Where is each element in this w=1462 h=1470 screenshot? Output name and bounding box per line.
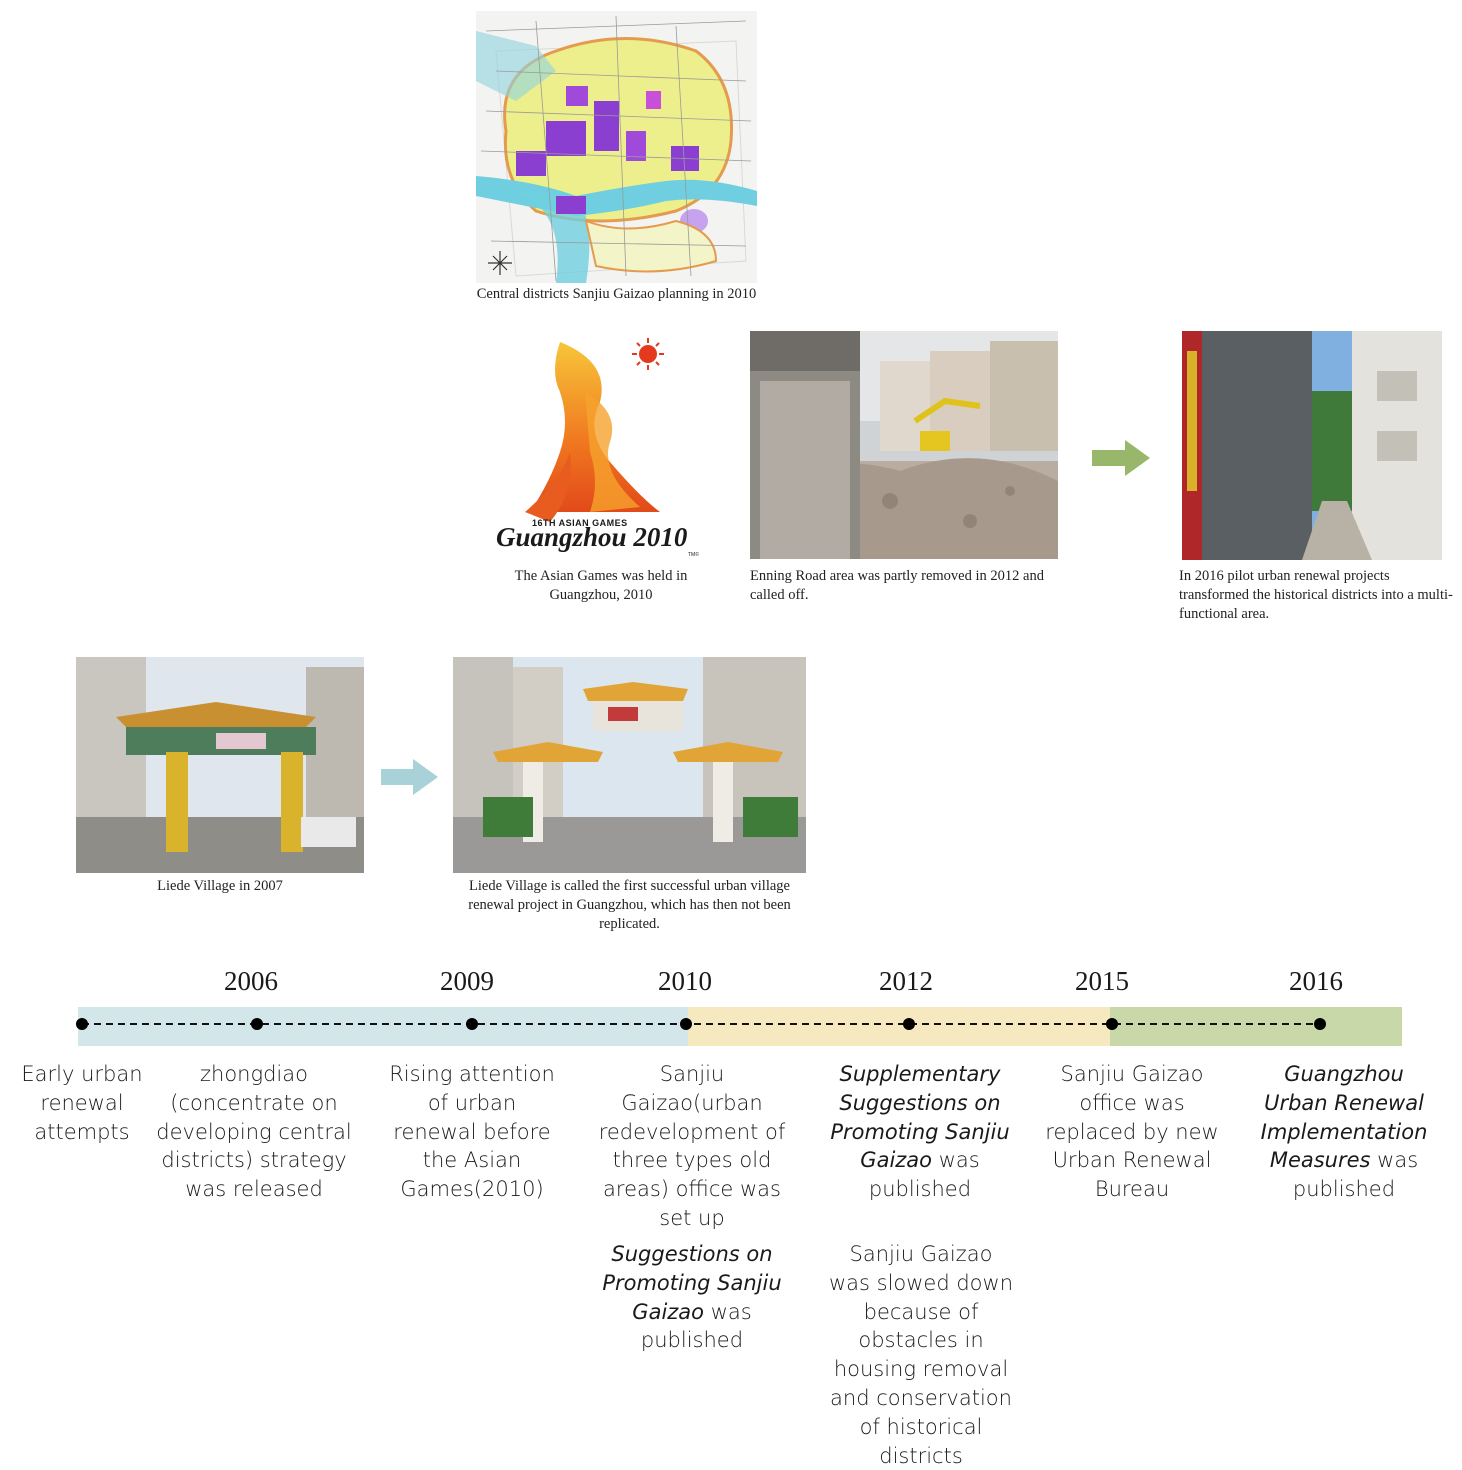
enning-caption: Enning Road area was partly removed in 2… [750, 568, 1044, 603]
timeline-dot [251, 1018, 263, 1030]
enning-road-photo [750, 331, 1058, 559]
desc-2006: zhongdiao (concentrate on developing cen… [156, 1062, 352, 1202]
liede-2007-photo [76, 657, 364, 873]
arrow-right-icon [381, 759, 439, 795]
year-2006: 2006 [224, 966, 278, 996]
pilot-2016-caption: In 2016 pilot urban renewal projects tra… [1179, 568, 1453, 622]
liede-2007-caption: Liede Village in 2007 [157, 878, 283, 894]
desc-2012-slowed: Sanjiu Gaizao was slowed down because of… [828, 1242, 1014, 1468]
year-2012: 2012 [879, 966, 933, 996]
timeline-dot [1314, 1018, 1326, 1030]
year-2016: 2016 [1289, 966, 1343, 996]
asian-games-logo: 16TH ASIAN GAMES Guangzhou 2010 TM© [490, 332, 712, 564]
desc-2010-suggestions-title: Suggestions on Promoting Sanjiu Gaizao [602, 1242, 782, 1324]
logo-tm: TM© [688, 552, 699, 558]
year-2010: 2010 [658, 966, 712, 996]
map-caption: Central districts Sanjiu Gaizao planning… [476, 286, 757, 302]
desc-2012-supplementary: Supplementary Suggestions on Promoting S… [826, 1060, 1014, 1204]
desc-2012-supplementary-title: Supplementary Suggestions on Promoting S… [830, 1062, 1010, 1173]
desc-2010-office: Sanjiu Gaizao(urban redevelopment of thr… [598, 1062, 786, 1230]
timeline-band-blue [78, 1007, 688, 1046]
desc-2010-suggestions: Suggestions on Promoting Sanjiu Gaizao w… [596, 1240, 788, 1355]
desc-2012-supplementary-rest: was published [868, 1148, 980, 1202]
arrow-right-icon [1092, 440, 1152, 476]
pilot-2016-photo [1182, 331, 1442, 560]
timeline-dot [466, 1018, 478, 1030]
timeline-dot [76, 1018, 88, 1030]
desc-2010-suggestions-rest: was published [640, 1299, 752, 1353]
desc-2016-rest: was published [1292, 1148, 1419, 1202]
timeline-band-yellow [688, 1007, 1110, 1046]
timeline-dashed-line [82, 1023, 1320, 1025]
desc-2016-title: Guangzhou Urban Renewal Implementation M… [1260, 1062, 1428, 1173]
logo-line1: 16TH ASIAN GAMES [532, 518, 628, 528]
year-2009: 2009 [440, 966, 494, 996]
desc-early: Early urban renewal attempts [21, 1062, 143, 1144]
desc-2016: Guangzhou Urban Renewal Implementation M… [1256, 1060, 1432, 1204]
year-2015: 2015 [1075, 966, 1129, 996]
desc-2015: Sanjiu Gaizao office was replaced by new… [1045, 1062, 1219, 1202]
map-image [476, 11, 757, 283]
desc-2009: Rising attention of urban renewal before… [389, 1062, 555, 1202]
asian-games-caption: The Asian Games was held in Guangzhou, 2… [514, 568, 688, 603]
timeline-dot [680, 1018, 692, 1030]
timeline-dot [1106, 1018, 1118, 1030]
timeline-dot [903, 1018, 915, 1030]
liede-renewed-photo [453, 657, 806, 873]
logo-line2: Guangzhou 2010 [496, 522, 688, 552]
liede-success-caption: Liede Village is called the first succes… [468, 878, 791, 932]
timeline-band-green [1110, 1007, 1402, 1046]
